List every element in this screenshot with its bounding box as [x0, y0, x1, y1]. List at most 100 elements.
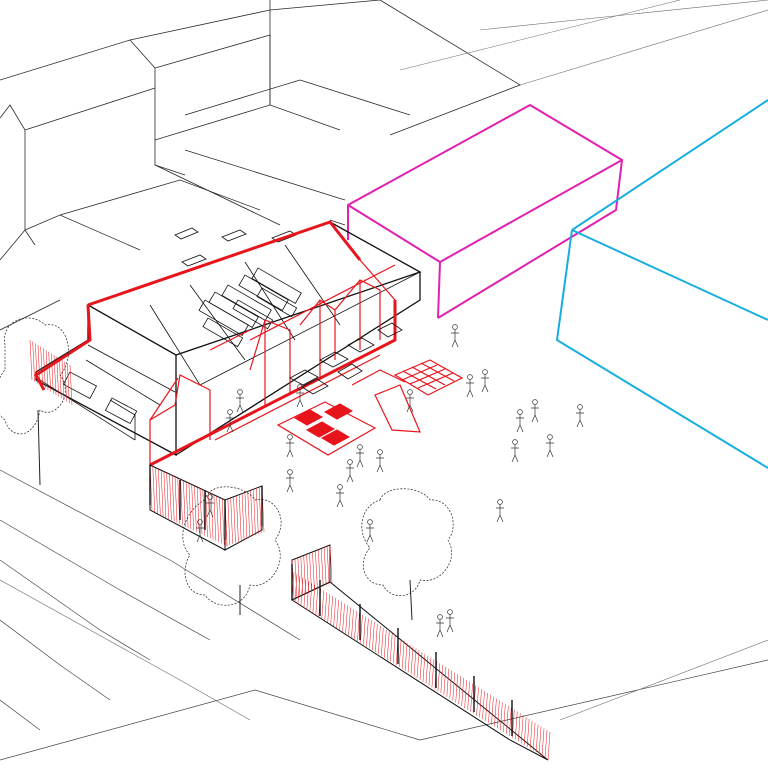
fence-hatch-line	[208, 492, 211, 539]
person-icon	[576, 404, 584, 428]
fence-hatch-line	[315, 586, 319, 615]
fence-hatch-line	[446, 668, 450, 697]
fence-hatch-line	[306, 554, 309, 593]
fence-hatch-line	[51, 353, 54, 394]
interior-seating	[198, 267, 302, 348]
fence-hatch-line	[196, 487, 200, 534]
person-icon	[481, 369, 489, 393]
fence-hatch-line	[227, 498, 231, 545]
person-icon	[451, 324, 459, 348]
person-icon	[286, 434, 294, 458]
person-icon	[436, 614, 444, 638]
fence-hatch-line	[221, 498, 225, 545]
fence-hatch-line	[494, 698, 497, 727]
plaza-grid	[276, 359, 464, 456]
fence-hatch-line	[357, 612, 360, 641]
fence-hatch-line	[384, 629, 387, 658]
person-head	[227, 409, 233, 415]
fence-hatch-line	[303, 579, 307, 608]
person-body	[336, 490, 344, 508]
outdoor-tables	[289, 322, 403, 395]
person-icon	[406, 389, 414, 413]
fence-hatch-line	[517, 713, 521, 742]
fence-hatch-line	[515, 711, 518, 740]
fence-hatch-line	[219, 497, 222, 544]
fence-hatch-line	[48, 351, 51, 392]
fence-hatch-line	[56, 356, 59, 397]
fence-hatch-line	[64, 361, 67, 402]
fence-hatch-line	[476, 687, 479, 716]
tree-icon	[361, 488, 454, 621]
person-body	[576, 410, 584, 428]
person-body	[516, 415, 524, 433]
fence-hatching	[29, 339, 551, 761]
person-icon	[286, 469, 294, 493]
fence-hatch-line	[258, 487, 262, 534]
fence-hatch-line	[535, 724, 539, 753]
person-icon	[226, 409, 234, 433]
person-head	[447, 609, 453, 615]
fence-hatch-line	[369, 620, 372, 649]
person-icon	[511, 439, 519, 463]
fence-hatch-line	[381, 627, 384, 656]
fence-hatch-line	[53, 354, 57, 396]
fence-hatch-line	[526, 718, 530, 747]
fence-hatch-line	[253, 489, 256, 536]
fence-hatch-line	[250, 490, 253, 537]
person-head	[517, 409, 523, 415]
fence-hatch-line	[509, 707, 512, 736]
fence-hatch-line	[329, 544, 333, 584]
fence-hatch-line	[348, 607, 351, 636]
fence-hatch-line	[29, 339, 33, 381]
fence-hatch-line	[160, 470, 164, 517]
fence-hatch-line	[238, 494, 242, 541]
fence-hatch-line	[404, 642, 408, 671]
person-body	[366, 525, 374, 543]
person-body	[511, 445, 519, 463]
person-icon	[466, 374, 474, 398]
person-head	[467, 374, 473, 380]
fence-hatch-line	[497, 700, 500, 729]
tree-icon	[0, 317, 69, 486]
fence-hatch-line	[378, 625, 381, 654]
fence-hatch-line	[183, 480, 186, 527]
fence-hatch-line	[464, 679, 467, 708]
fence-hatch-line	[158, 468, 161, 515]
fence-hatch-line	[538, 726, 542, 755]
fence-hatch-line	[336, 599, 339, 628]
fence-hatch-line	[315, 550, 318, 589]
person-body	[236, 395, 244, 413]
fence-hatch-line	[431, 659, 435, 688]
fence-hatch-line	[213, 494, 217, 541]
person-body	[286, 440, 294, 458]
person-body	[296, 390, 304, 408]
fence-hatch-line	[297, 557, 301, 596]
person-head	[357, 444, 363, 450]
fence-hatch-line	[244, 492, 248, 539]
person-body	[451, 330, 459, 348]
fence-hatch-line	[323, 547, 327, 586]
fence-hatch-line	[443, 666, 447, 695]
fence-hatch-line	[363, 616, 366, 645]
fence-hatch-line	[389, 633, 393, 662]
fence-hatch-line	[506, 705, 509, 734]
fence-hatch-line	[32, 341, 35, 382]
fence-hatch-line	[40, 346, 43, 387]
fence-hatch-line	[455, 674, 458, 703]
person-head	[482, 369, 488, 375]
person-head	[367, 519, 373, 525]
fence-hatch-line	[422, 653, 426, 682]
fence-hatch-line	[413, 648, 417, 677]
fence-hatch-line	[360, 614, 363, 643]
person-head	[437, 614, 443, 620]
fence-hatch-line	[523, 717, 527, 746]
fence-hatch-line	[210, 493, 214, 540]
fence-hatch-line	[43, 348, 46, 389]
person-icon	[446, 609, 454, 633]
fence-hatch-line	[35, 343, 38, 384]
context-buildings	[0, 0, 768, 331]
fence-hatch-line	[236, 495, 239, 542]
fence-hatch-line	[387, 631, 390, 660]
fence-hatch-line	[544, 730, 548, 759]
